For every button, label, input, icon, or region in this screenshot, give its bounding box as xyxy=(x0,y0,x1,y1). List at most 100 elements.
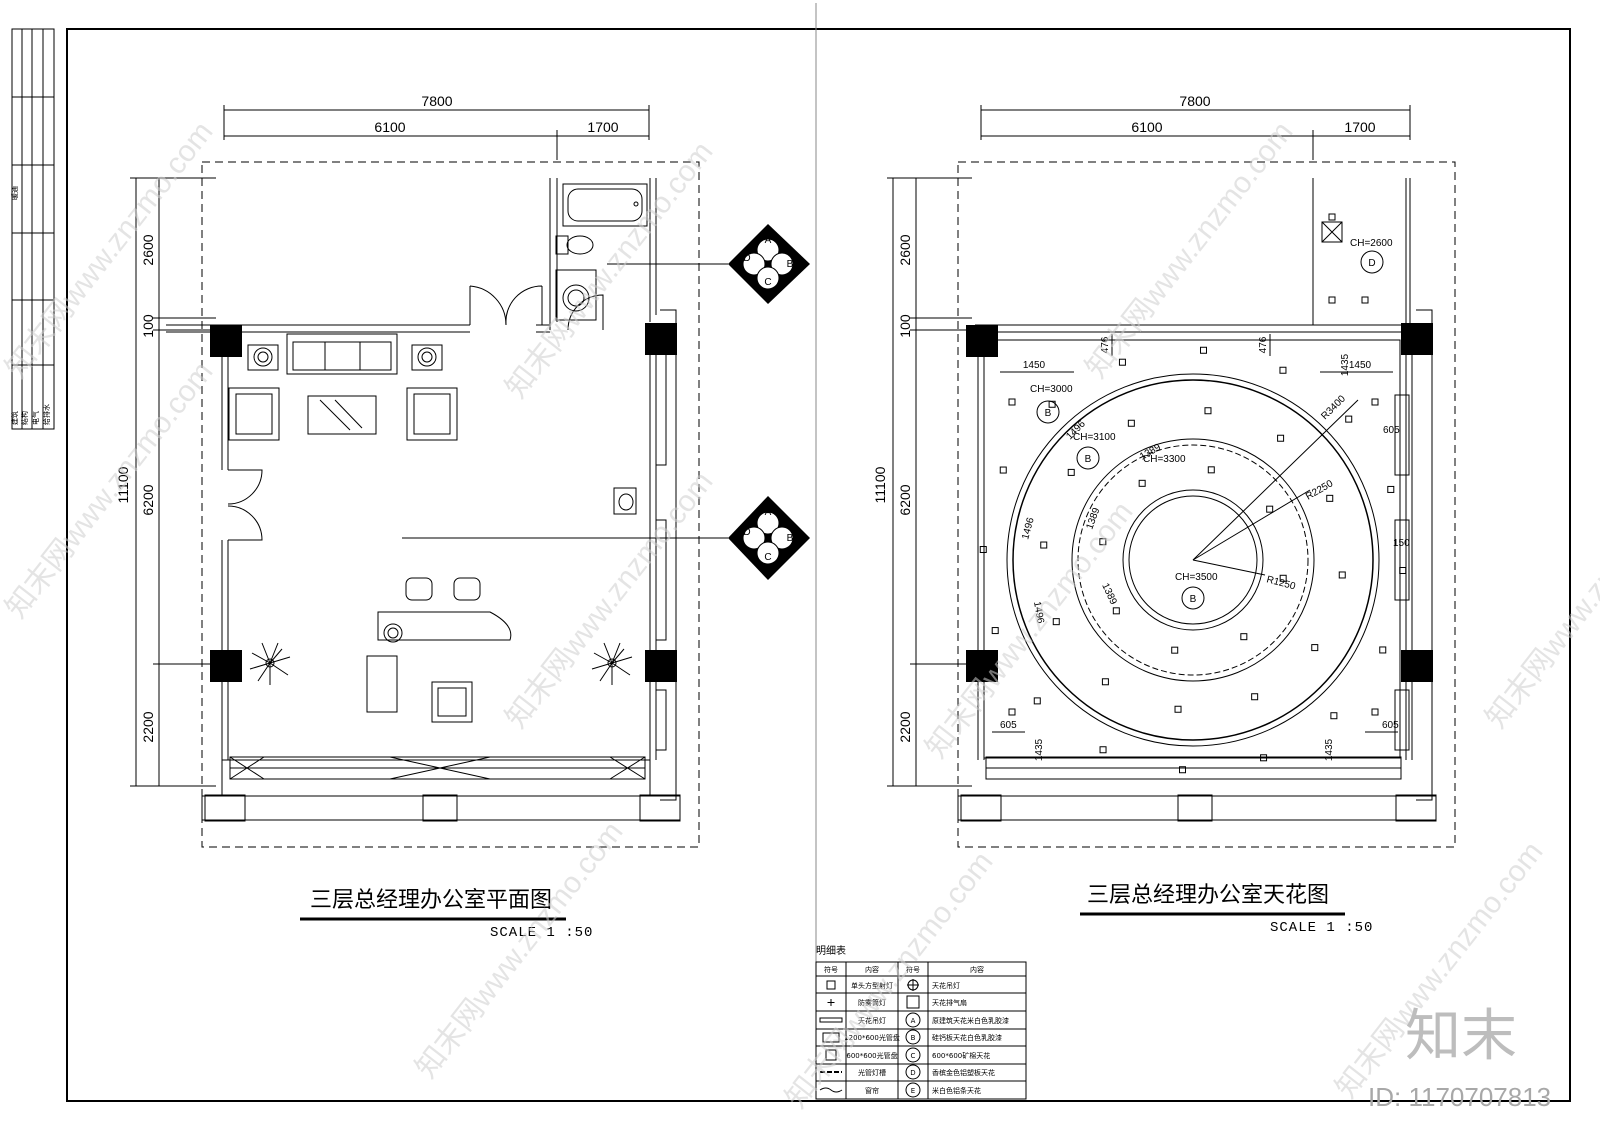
legend-row-3-right: 原建筑天花米白色乳胶漆 xyxy=(932,1016,1009,1025)
light-ring-mid-7 xyxy=(1067,468,1075,476)
plan-dim-total: 7800 xyxy=(421,93,452,109)
ceiling-dim-left: 6100 xyxy=(1131,119,1162,135)
legend-header-4: 内容 xyxy=(970,965,984,974)
legend-row-3-left: 天花吊灯 xyxy=(858,1016,886,1025)
bathroom-fixtures xyxy=(555,183,648,321)
dim-1435-left: 1435 xyxy=(1034,738,1045,761)
plan-furniture xyxy=(228,333,637,723)
light-ring-mid-11 xyxy=(1326,494,1334,502)
dim-1496-lower: 1496 xyxy=(1031,601,1046,625)
ceiling-height-tags: CH=3000 B CH=3100 B CH=3300 CH=3500 B xyxy=(1030,384,1218,610)
light-ring-outer-13 xyxy=(1279,366,1287,374)
dim-605-bottom-left: 605 xyxy=(1000,720,1017,731)
ceiling-top-dimensions: 7800 6100 1700 xyxy=(980,93,1411,160)
light-corner-0 xyxy=(1008,398,1016,406)
plan-title: 三层总经理办公室平面图 xyxy=(310,888,552,913)
legend-tag-a: A xyxy=(911,1017,916,1025)
elev-tag-d-2: D xyxy=(743,527,750,538)
watermark-4: 知末网www.znzmo.com xyxy=(500,466,720,735)
light-ring-inner-0 xyxy=(1279,574,1287,582)
elevation-marker-top: A B C D xyxy=(607,224,810,304)
dim-1435-top: 1435 xyxy=(1340,353,1351,376)
legend-row-6-right: 香槟金色铝塑板天花 xyxy=(932,1068,995,1077)
elevation-marker-mid: A B C D xyxy=(402,496,810,580)
dim-1450-left: 1450 xyxy=(1023,360,1046,371)
light-ring-mid-1 xyxy=(1311,644,1319,652)
side-table-right xyxy=(411,344,443,371)
guest-chair-1 xyxy=(405,577,433,601)
elev-tag-a-2: A xyxy=(765,507,772,518)
dim-476-right: 476 xyxy=(1258,336,1269,353)
sofa xyxy=(286,333,398,375)
plan-dim-v-2600: 2600 xyxy=(140,234,156,265)
ch-3500: CH=3500 xyxy=(1175,572,1218,583)
ceiling-dim-v-total: 11100 xyxy=(872,466,888,503)
light-ring-mid-0 xyxy=(1338,571,1346,579)
dim-1450-right: 1450 xyxy=(1349,360,1372,371)
ceiling-left-dimensions: 11100 2600 100 6200 2200 xyxy=(872,177,972,787)
legend-row-5-left: 600*600光管盘 xyxy=(846,1051,897,1060)
legend-row-4-left: 1200*600光管盘 xyxy=(844,1033,900,1042)
light-ring-inner-4 xyxy=(1099,538,1107,546)
legend-row-1-left: 单头方型射灯 xyxy=(851,981,893,990)
elev-tag-c: C xyxy=(764,277,771,288)
legend-tag-c: C xyxy=(911,1052,916,1060)
ceiling-dashed-boundary xyxy=(957,161,1456,848)
ceiling-dim-notes: 1450 1450 476 476 1435 1435 1435 605 605… xyxy=(992,334,1410,761)
light-ring-mid-4 xyxy=(1101,678,1109,686)
light-ring-outer-12 xyxy=(1199,346,1207,354)
ch-3100: CH=3100 xyxy=(1073,432,1116,443)
elev-tag-b: B xyxy=(787,259,794,270)
ceiling-scale: SCALE 1 :50 xyxy=(1270,920,1373,936)
plan-dim-v-100: 100 xyxy=(140,314,156,338)
ch-bath: CH=2600 xyxy=(1350,238,1393,249)
strip-label-plumbing: 给排水 xyxy=(42,404,51,425)
sheet-border xyxy=(66,28,1571,1102)
legend-row-2-right: 天花排气扇 xyxy=(932,998,967,1007)
plan-doors xyxy=(227,285,604,541)
light-ring-mid-10 xyxy=(1277,434,1285,442)
tag-b-3: B xyxy=(1190,594,1197,605)
light-corner-1 xyxy=(1371,398,1379,406)
armchair-right xyxy=(406,387,458,441)
light-ring-outer-2 xyxy=(1330,712,1338,720)
ceiling-plan: 7800 6100 1700 11100 2600 100 6200 2200 xyxy=(872,93,1456,936)
legend-tag-b: B xyxy=(911,1034,916,1042)
dim-1435-right: 1435 xyxy=(1324,738,1335,761)
floor-plan: 7800 6100 1700 11100 2600 100 6200 2200 xyxy=(115,93,810,941)
elev-tag-a: A xyxy=(765,235,772,246)
elev-tag-b-2: B xyxy=(787,533,794,544)
ceiling-title: 三层总经理办公室天花图 xyxy=(1087,883,1329,908)
ceiling-dim-v-2200: 2200 xyxy=(897,711,913,742)
plan-dim-right: 1700 xyxy=(587,119,618,135)
legend-row-6-left: 光管灯槽 xyxy=(858,1068,886,1077)
strip-label-hvac: 暖通 xyxy=(10,186,19,200)
plan-top-dimensions: 7800 6100 1700 xyxy=(223,93,650,160)
office-chair xyxy=(431,681,473,723)
legend-row-2-left: 防雾筒灯 xyxy=(858,998,886,1007)
watermark-3: 知末网www.znzmo.com xyxy=(500,136,720,405)
basin xyxy=(562,284,590,312)
light-ring-inner-2 xyxy=(1171,646,1179,654)
bathtub xyxy=(562,183,648,227)
plan-columns xyxy=(210,323,677,682)
light-ring-outer-11 xyxy=(1118,358,1126,366)
light-ring-mid-6 xyxy=(1040,541,1048,549)
plan-dashed-boundary xyxy=(201,161,700,848)
toilet xyxy=(566,235,594,255)
ceiling-dim-total: 7800 xyxy=(1179,93,1210,109)
armchair-left xyxy=(228,387,280,441)
light-ring-outer-5 xyxy=(1099,746,1107,754)
light-ring-inner-1 xyxy=(1240,633,1248,641)
radius-3400: R3400 xyxy=(1319,393,1348,422)
strip-label-arch: 建筑 xyxy=(10,411,19,425)
light-ring-mid-5 xyxy=(1052,618,1060,626)
elev-tag-c-2: C xyxy=(764,552,771,563)
dim-1389-lower: 1389 xyxy=(1099,582,1119,607)
light-corner-5 xyxy=(1328,296,1336,304)
light-ring-outer-4 xyxy=(1179,766,1187,774)
dim-605-top-right: 605 xyxy=(1383,425,1400,436)
sink-fixture xyxy=(613,487,637,515)
tag-d: D xyxy=(1368,258,1375,269)
plant-right xyxy=(591,642,633,685)
